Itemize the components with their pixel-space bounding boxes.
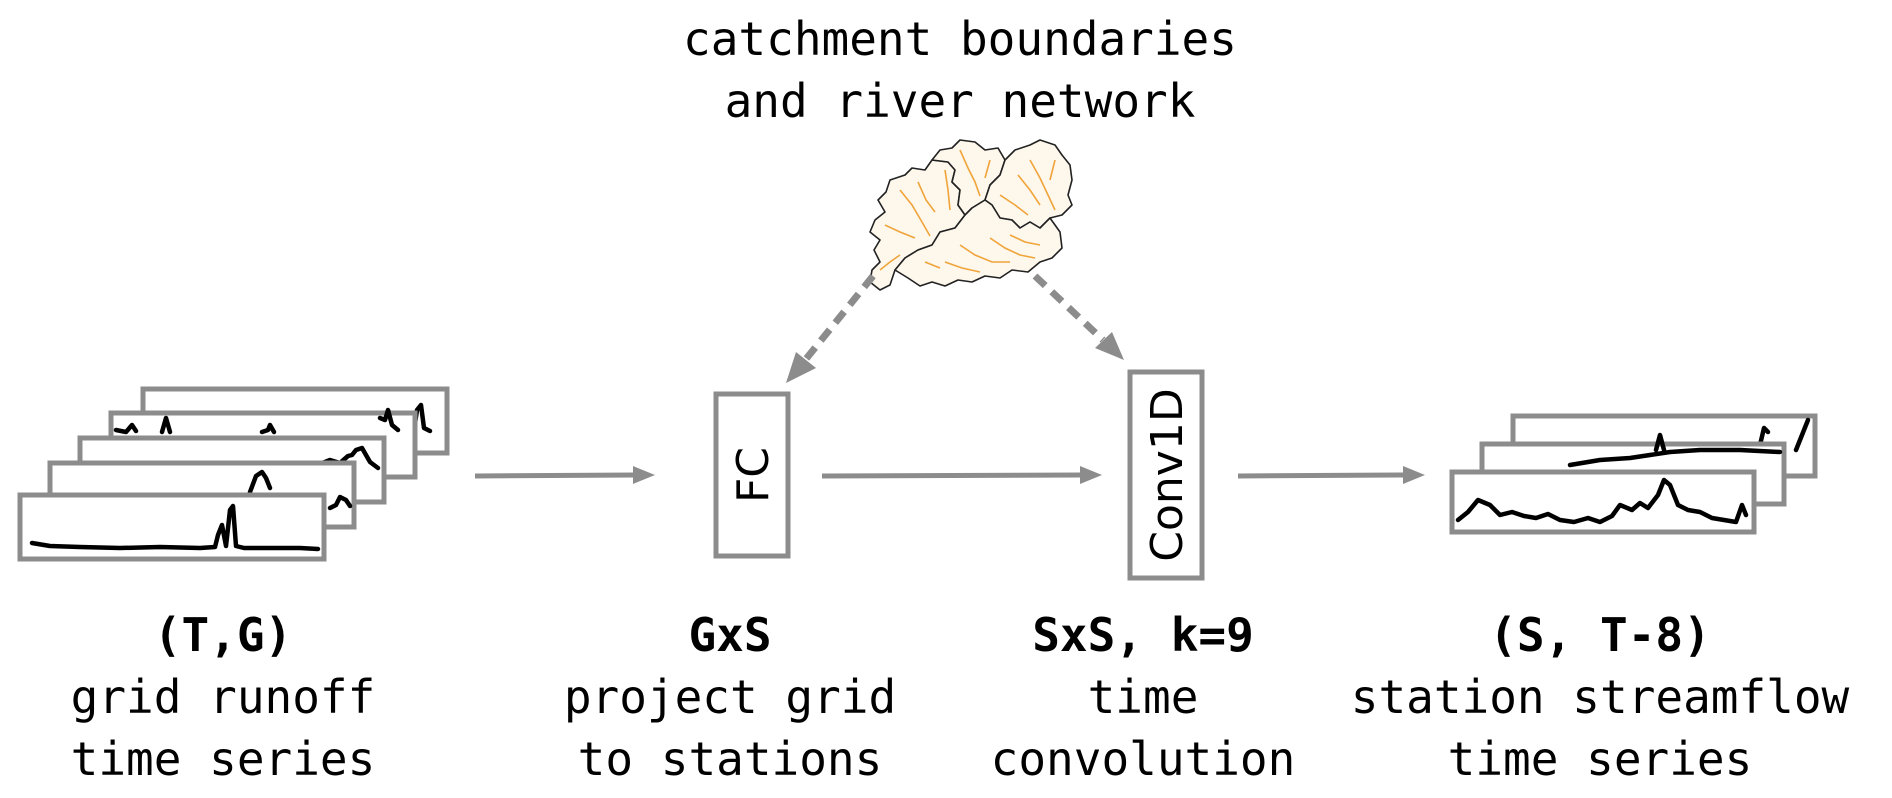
output-caption: (S, T-8) station streamflow time series: [1351, 608, 1850, 786]
map-to-conv-dashed-arrow: [1032, 273, 1124, 360]
input-shape-label: (T,G): [154, 608, 292, 662]
output-desc-line-2: time series: [1448, 732, 1753, 786]
input-runoff-stack: [17, 386, 450, 562]
conv-caption: SxS, k=9 time convolution: [991, 608, 1296, 786]
fc-caption: GxS project grid to stations: [564, 608, 896, 786]
fc-desc-line-2: to stations: [578, 732, 883, 786]
conv-desc-line-2: convolution: [991, 732, 1296, 786]
input-desc-line-1: grid runoff: [71, 670, 376, 724]
title-line-1: catchment boundaries: [683, 12, 1237, 66]
conv-desc-line-1: time: [1088, 670, 1199, 724]
fc-to-conv-arrow: [821, 466, 1102, 484]
catchment-map-illustration: [869, 139, 1073, 291]
conv-shape-label: SxS, k=9: [1032, 608, 1254, 662]
river-network: [879, 149, 1056, 273]
fc-block-label: FC: [728, 447, 779, 503]
input-caption: (T,G) grid runoff time series: [71, 608, 376, 786]
fc-layer-block: FC: [713, 391, 791, 559]
input-to-fc-arrow: [474, 466, 655, 484]
output-streamflow-stack: [1449, 413, 1818, 535]
output-shape-label: (S, T-8): [1489, 608, 1711, 662]
title-line-2: and river network: [725, 74, 1196, 128]
map-to-fc-dashed-arrow: [786, 273, 876, 383]
input-desc-line-2: time series: [71, 732, 376, 786]
conv-to-output-arrow: [1237, 466, 1425, 484]
fc-shape-label: GxS: [688, 608, 771, 662]
conv1d-block-label: Conv1D: [1142, 388, 1193, 561]
output-desc-line-1: station streamflow: [1351, 670, 1850, 724]
conv1d-layer-block: Conv1D: [1127, 369, 1205, 581]
fc-desc-line-1: project grid: [564, 670, 896, 724]
catchment-boundary-southeast: [894, 199, 1063, 287]
